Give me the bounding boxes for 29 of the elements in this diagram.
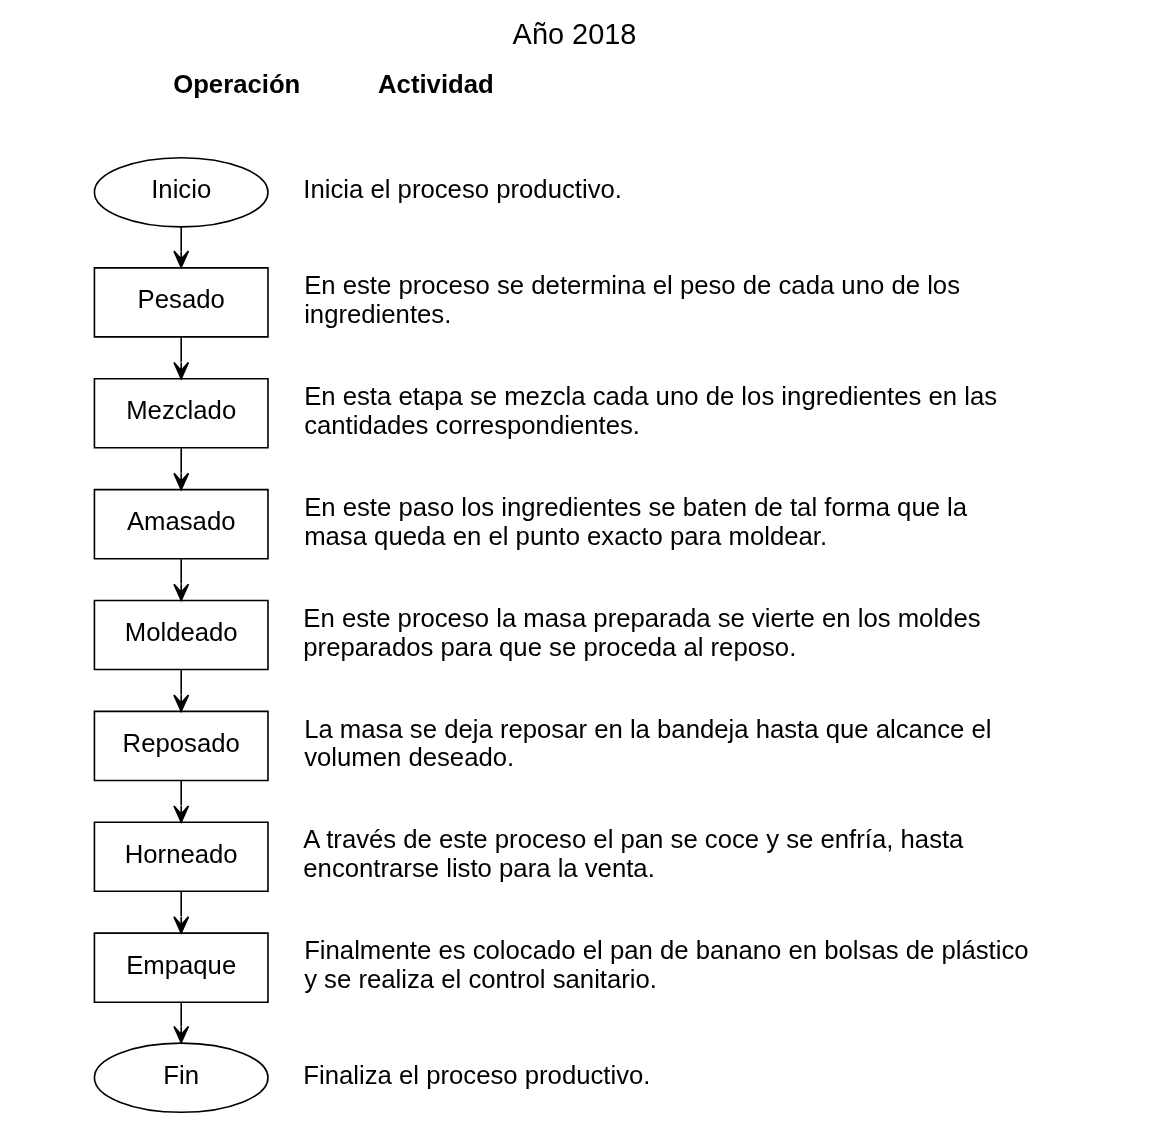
node-ellipse: Fin: [93, 1042, 269, 1114]
node-box: Empaque: [93, 932, 269, 1003]
node-ellipse: Inicio: [93, 156, 269, 228]
arrow: [173, 336, 190, 380]
arrow: [173, 669, 190, 712]
node-label: La masa se deja reposar en la bandeja hasta que alcance el volumen deseado.: [304, 714, 992, 772]
node-label: Inicia el proceso productivo.: [303, 175, 622, 204]
node-box: Mezclado: [93, 377, 269, 449]
node-label: En este proceso se determina el peso de cada uno de los ingredientes.: [304, 271, 960, 328]
node-label: Finaliza el proceso productivo.: [303, 1060, 651, 1089]
diagram-title: Año 2018: [512, 18, 637, 51]
node-box: Moldeado: [93, 599, 269, 671]
node-box: Reposado: [93, 710, 269, 782]
arrow: [173, 558, 190, 602]
arrow: [173, 447, 190, 491]
arrow: [173, 891, 190, 934]
arrow: [173, 226, 190, 268]
node-box: Horneado: [93, 821, 269, 893]
node-label: En este paso los ingredientes se baten de tal forma que la masa queda en el punto exacto para moldear.: [304, 492, 968, 550]
node-label: A través de este proceso el pan se coce y se enfría, hasta encontrarse listo para la venta.: [303, 825, 964, 883]
node-label: Finalmente es colocado el pan de banano en bolsas de plástico y se realiza el control sanitario.: [304, 936, 1029, 994]
label: Actividad: [378, 70, 494, 99]
arrow: [173, 780, 190, 823]
node-label: En esta etapa se mezcla cada uno de los ingredientes en las cantidades correspondientes.: [304, 381, 998, 439]
label: Operación: [173, 70, 301, 99]
node-box: Amasado: [93, 488, 269, 560]
node-box: Pesado: [93, 267, 269, 338]
node-label: En este proceso la masa preparada se vierte en los moldes preparados para que se proceda al reposo.: [303, 603, 981, 661]
arrow: [173, 1001, 190, 1044]
